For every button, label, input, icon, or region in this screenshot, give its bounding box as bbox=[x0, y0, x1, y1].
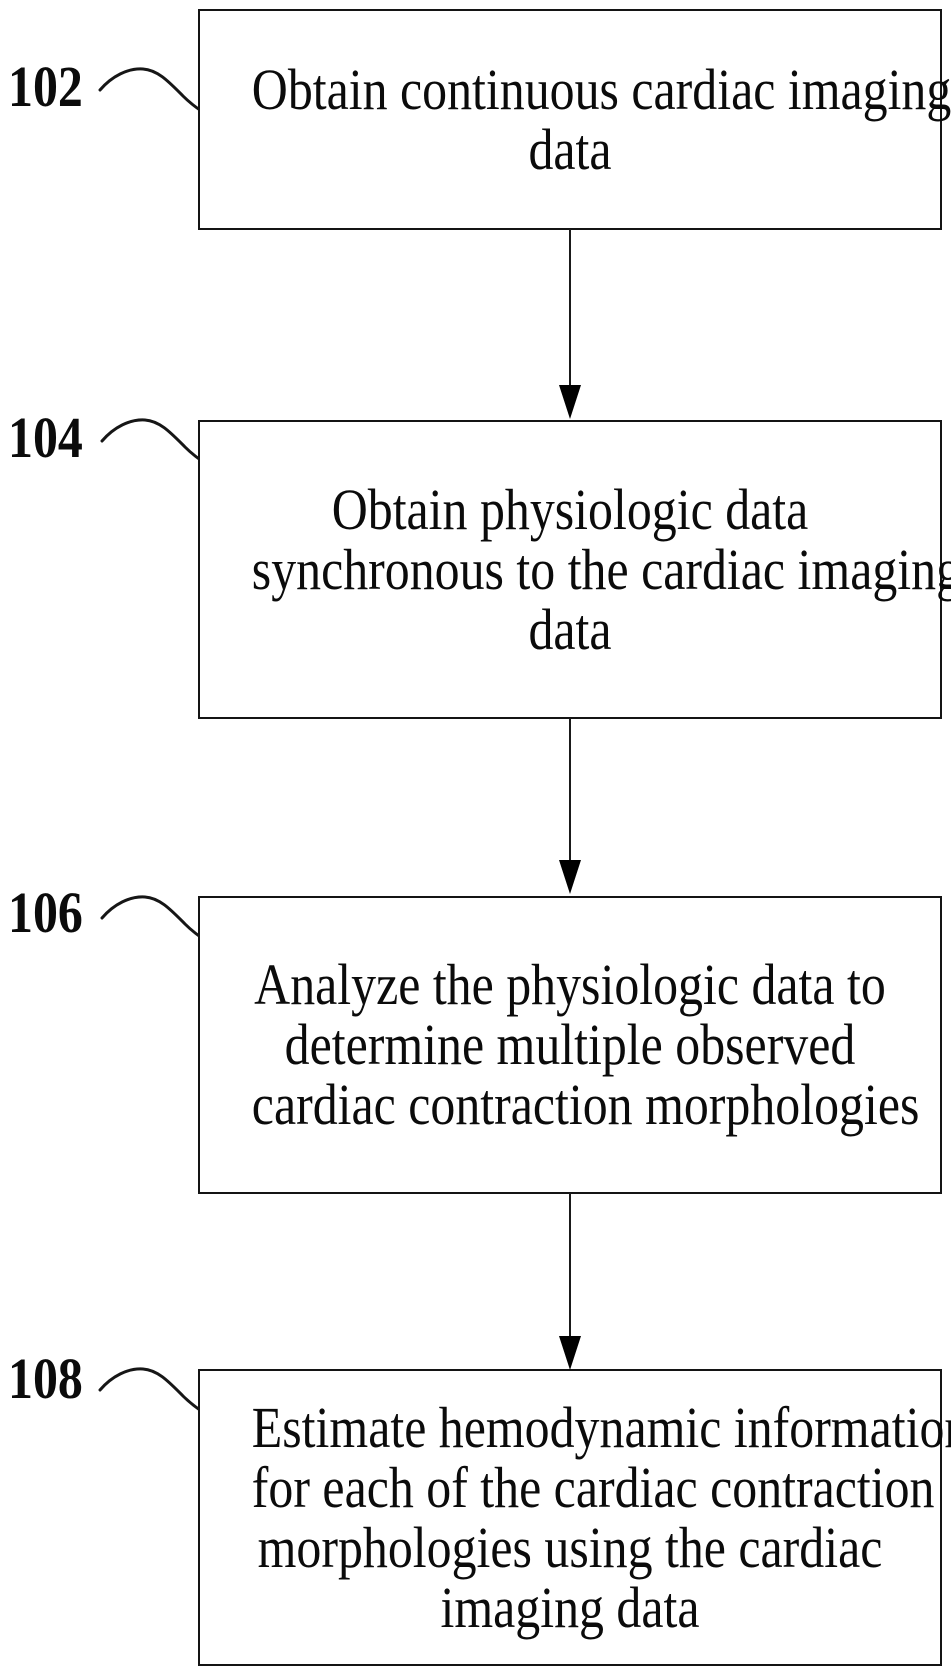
text-line: cardiac contraction morphologies bbox=[251, 1072, 920, 1137]
flow-box-102-text: Obtain continuous cardiac imaging data bbox=[251, 56, 951, 182]
text-line: determine multiple observed bbox=[284, 1012, 856, 1077]
ref-label-104: 104 bbox=[8, 405, 83, 470]
text-line: Estimate hemodynamic information bbox=[251, 1394, 951, 1460]
arrowhead-down-icon bbox=[559, 385, 581, 419]
flow-box-106-text: Analyze the physiologic data to determin… bbox=[251, 952, 920, 1137]
arrow-104-106-line bbox=[569, 718, 571, 861]
arrowhead-down-icon bbox=[559, 860, 581, 894]
text-line: Obtain physiologic data bbox=[331, 476, 809, 542]
flow-box-106: Analyze the physiologic data to determin… bbox=[198, 896, 942, 1194]
text-line: synchronous to the cardiac imaging bbox=[251, 536, 951, 602]
flow-box-104: Obtain physiologic data synchronous to t… bbox=[198, 420, 951, 719]
flow-box-108-text: Estimate hemodynamic information for eac… bbox=[251, 1394, 951, 1640]
text-line: Obtain continuous cardiac imaging bbox=[251, 56, 951, 122]
ref-label-106: 106 bbox=[8, 880, 83, 945]
text-line: Analyze the physiologic data to bbox=[254, 952, 886, 1017]
text-line: imaging data bbox=[440, 1574, 700, 1640]
flow-box-108: Estimate hemodynamic information for eac… bbox=[198, 1369, 951, 1666]
ref-label-108: 108 bbox=[8, 1346, 83, 1411]
text-line: morphologies using the cardiac bbox=[257, 1514, 883, 1580]
ref-label-102: 102 bbox=[8, 54, 83, 119]
arrow-102-104-line bbox=[569, 229, 571, 387]
arrowhead-down-icon bbox=[559, 1336, 581, 1370]
text-line: for each of the cardiac contraction bbox=[251, 1454, 935, 1520]
text-line: data bbox=[528, 596, 612, 662]
text-line: data bbox=[528, 116, 612, 182]
flow-box-102: Obtain continuous cardiac imaging data bbox=[198, 9, 951, 230]
arrow-106-108-line bbox=[569, 1193, 571, 1338]
flow-box-104-text: Obtain physiologic data synchronous to t… bbox=[251, 476, 951, 662]
